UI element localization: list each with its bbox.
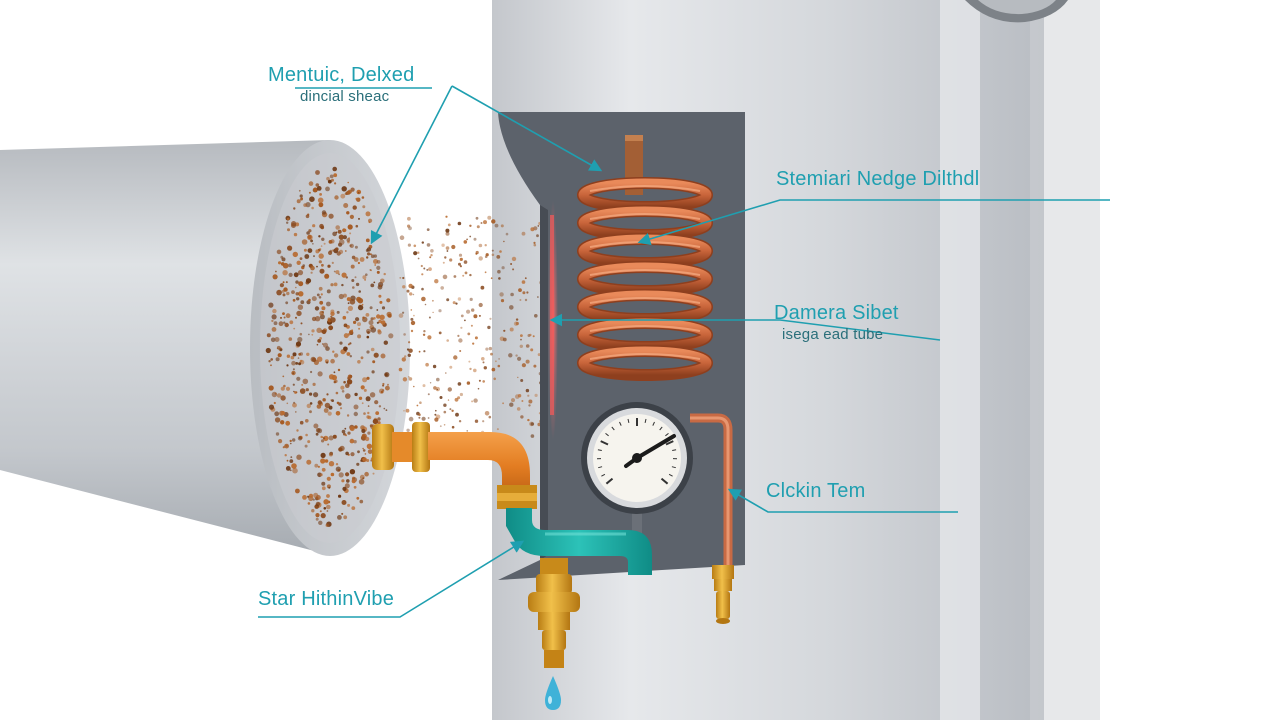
label-bottom-left: Star HithinVibe (258, 588, 394, 611)
label-right-mid-sub: isega ead tube (782, 326, 883, 343)
brass-nut-left (372, 424, 394, 470)
label-top-left-sub: dincial sheac (300, 88, 389, 105)
label-right-coil: Stemiari Nedge Dilthdl (776, 168, 979, 191)
horizontal-pipe (0, 140, 410, 556)
brass-coupling (497, 485, 537, 509)
label-right-gauge: Clckin Tem (766, 480, 865, 503)
label-top-left-title: Mentuic, Delxed (268, 64, 414, 87)
arrow-to-sediment (372, 86, 452, 242)
label-right-mid-title: Damera Sibet (774, 302, 899, 325)
